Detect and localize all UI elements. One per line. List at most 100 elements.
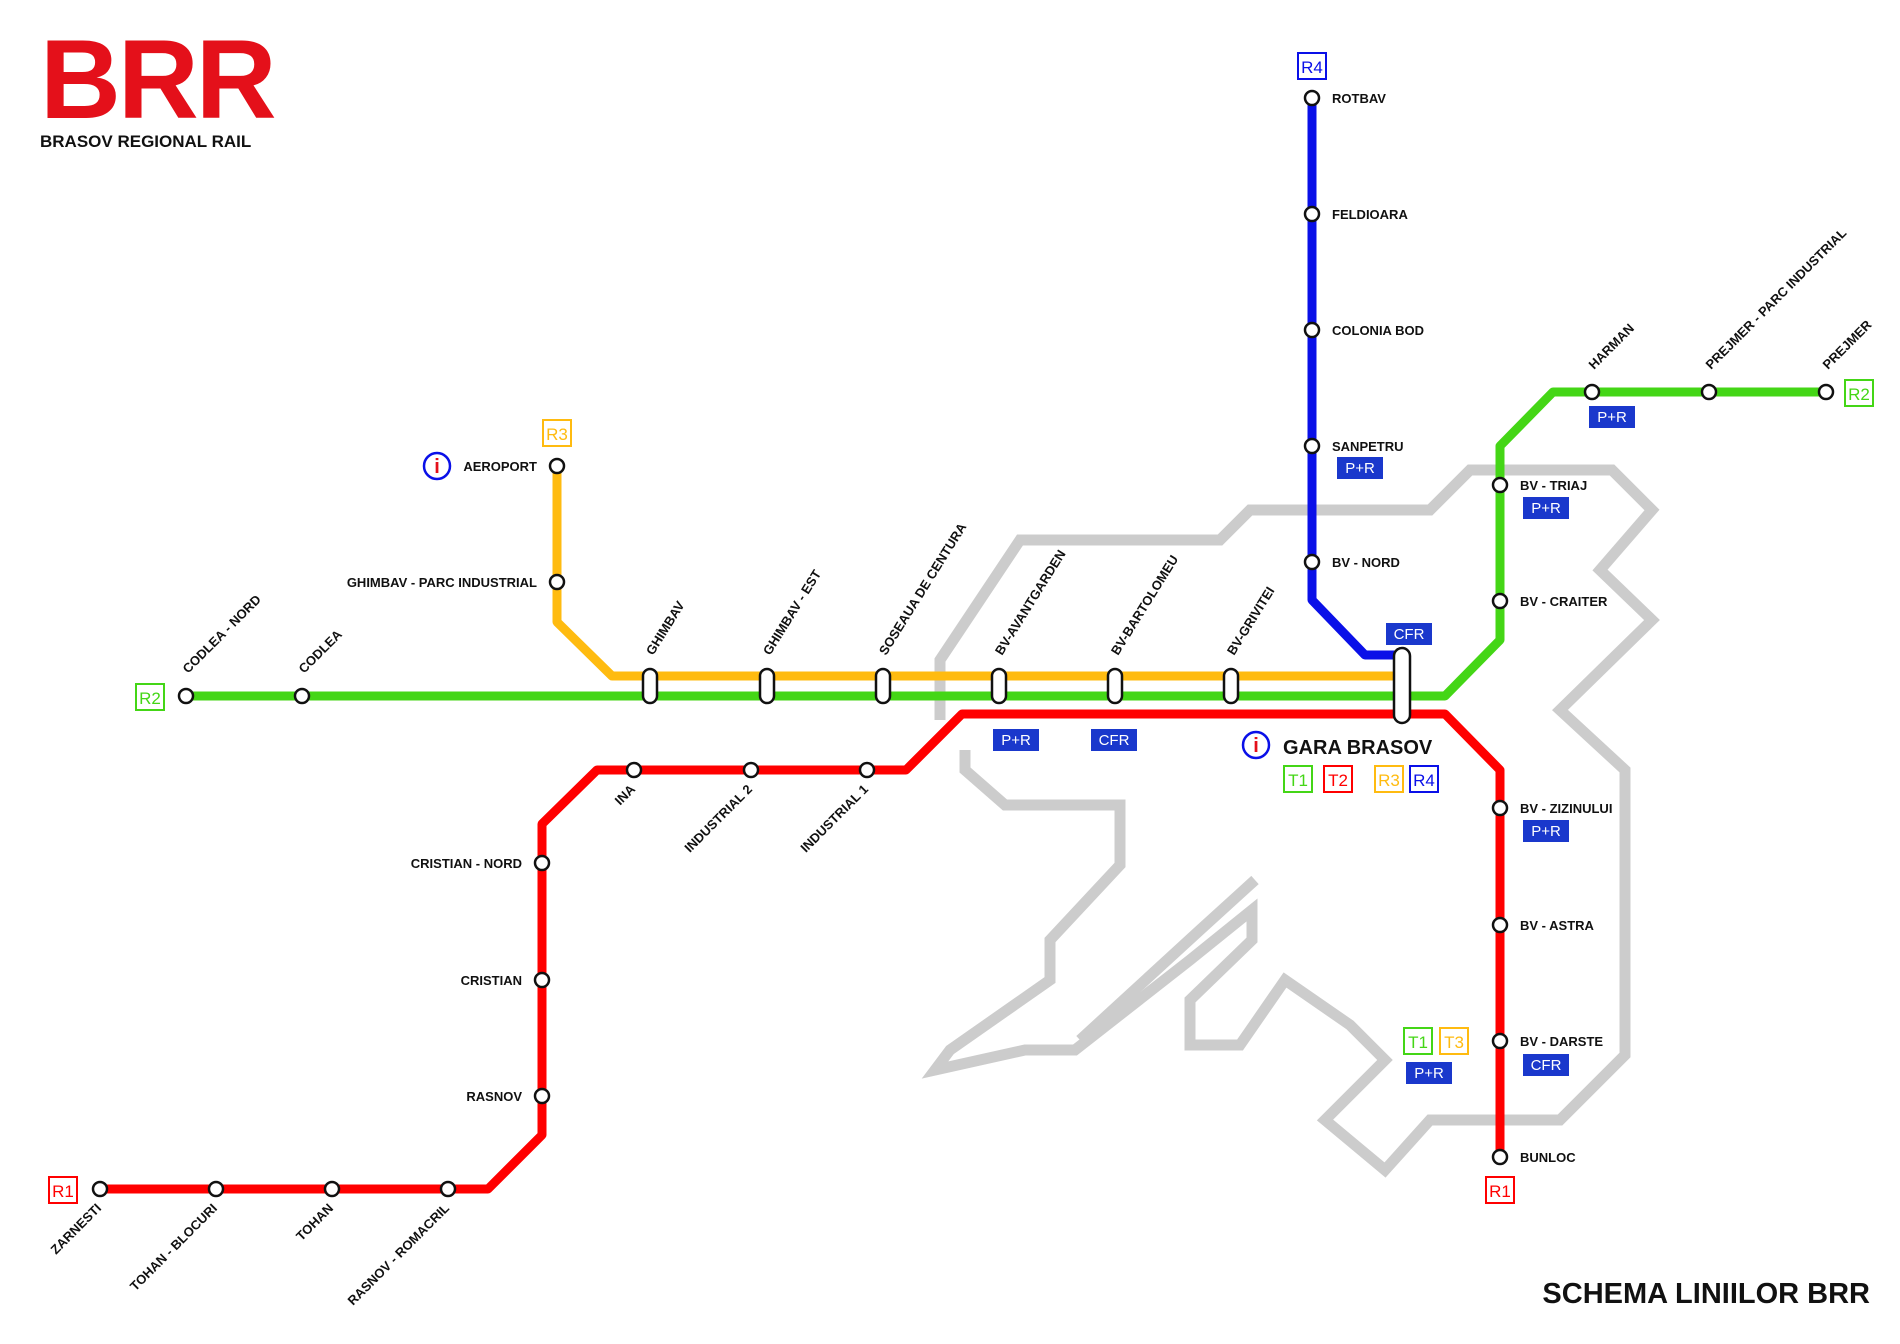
- line-r4: [1307, 98, 1402, 660]
- transfer-label-t3: T3: [1444, 1033, 1464, 1052]
- station-colonia-bod: [1303, 321, 1321, 339]
- station-label-codlea: CODLEA: [296, 626, 346, 676]
- badge-p-r: [1523, 820, 1569, 842]
- badge-cfr: [1523, 1054, 1569, 1076]
- line-marker-r2: [135, 683, 165, 711]
- badge-p-r: [1589, 406, 1635, 428]
- badge-label-p-r: P+R: [1001, 732, 1031, 749]
- info-icon: [1241, 730, 1271, 760]
- station-harman: [1583, 383, 1601, 401]
- badge-p-r: [1406, 1062, 1452, 1084]
- station-codlea: [293, 687, 311, 705]
- line-marker-r4: [1297, 52, 1327, 80]
- station-label-bv-astra: BV - ASTRA: [1520, 918, 1595, 933]
- station-label-cristian: CRISTIAN: [461, 973, 522, 988]
- station-bv-zizinului: [1491, 799, 1509, 817]
- station-label-ghimbav: GHIMBAV: [643, 598, 688, 657]
- station-bv-nord: [1303, 553, 1321, 571]
- info-icon-glyph: i: [434, 456, 440, 478]
- station-tohan-blocuri: [207, 1180, 225, 1198]
- station-label-bv-craiter: BV - CRAITER: [1520, 594, 1608, 609]
- transfer-t2: [1323, 765, 1353, 793]
- station-label-prejmer-parc-industrial: PREJMER - PARC INDUSTRIAL: [1703, 225, 1850, 372]
- badge-p-r: [993, 729, 1039, 751]
- station-label-ghimbav-est: GHIMBAV - EST: [760, 567, 824, 657]
- station-label-tohan-blocuri: TOHAN - BLOCURI: [127, 1201, 220, 1294]
- station-label-gara-brasov: GARA BRASOV: [1283, 737, 1433, 759]
- station-label-aeroport: AEROPORT: [463, 459, 537, 474]
- station-label-bv-darste: BV - DARSTE: [1520, 1034, 1603, 1049]
- station-aeroport: [548, 457, 566, 475]
- transfer-label-r3: R3: [1378, 771, 1400, 790]
- station-feldioara: [1303, 205, 1321, 223]
- badge-label-p-r: P+R: [1597, 409, 1627, 426]
- line-marker-label-r4: R4: [1301, 58, 1323, 77]
- station-label-bv-nord: BV - NORD: [1332, 555, 1400, 570]
- transfer-t1: [1403, 1027, 1433, 1055]
- station-cristian-nord: [533, 854, 551, 872]
- transfer-r4: [1409, 765, 1439, 793]
- station-prejmer-parc-industrial: [1700, 383, 1718, 401]
- station-zarnesti: [91, 1180, 109, 1198]
- station-codlea-nord: [177, 687, 195, 705]
- badge-p-r: [1337, 457, 1383, 479]
- station-label-industrial-1: INDUSTRIAL 1: [797, 782, 871, 856]
- line-marker-label-r1: R1: [1489, 1182, 1511, 1201]
- badge-label-cfr: CFR: [1531, 1057, 1562, 1074]
- badge-cfr: [1386, 623, 1432, 645]
- transfer-label-t1: T1: [1408, 1033, 1428, 1052]
- station-label-sanpetru: SANPETRU: [1332, 439, 1404, 454]
- interchange-soseaua-de-centura: [874, 667, 892, 705]
- station-prejmer: [1817, 383, 1835, 401]
- interchange-ghimbav-est: [758, 667, 776, 705]
- badge-label-p-r: P+R: [1531, 500, 1561, 517]
- transfer-r3: [1374, 765, 1404, 793]
- station-ina: [625, 761, 643, 779]
- line-marker-r1: [1485, 1176, 1515, 1204]
- station-label-tohan: TOHAN: [293, 1201, 336, 1244]
- badge-label-cfr: CFR: [1394, 626, 1425, 643]
- badge-cfr: [1091, 729, 1137, 751]
- brand-subtitle: BRASOV REGIONAL RAIL: [40, 132, 252, 151]
- station-tohan: [323, 1180, 341, 1198]
- interchange-ghimbav: [641, 667, 659, 705]
- badge-label-p-r: P+R: [1414, 1065, 1444, 1082]
- station-label-rasnov-romacril: RASNOV - ROMACRIL: [344, 1200, 452, 1308]
- station-label-bv-triaj: BV - TRIAJ: [1520, 478, 1587, 493]
- map-title: SCHEMA LINIILOR BRR: [1542, 1278, 1870, 1310]
- station-label-ina: INA: [612, 781, 639, 808]
- interchange-gara-brasov: [1392, 646, 1412, 725]
- transfer-label-t1: T1: [1288, 771, 1308, 790]
- badge-label-cfr: CFR: [1099, 732, 1130, 749]
- station-label-bv-bartolomeu: BV-BARTOLOMEU: [1108, 552, 1181, 657]
- station-ghimbav-parc-industrial: [548, 573, 566, 591]
- station-label-bv-zizinului: BV - ZIZINULUI: [1520, 801, 1612, 816]
- line-marker-r3: [542, 419, 572, 447]
- line-marker-label-r3: R3: [546, 425, 568, 444]
- city-outline: [921, 464, 1660, 1178]
- line-marker-r1: [48, 1176, 78, 1204]
- interchange-bv-avantgarden: [990, 667, 1008, 705]
- line-marker-label-r1: R1: [52, 1182, 74, 1201]
- line-marker-label-r2: R2: [139, 689, 161, 708]
- station-label-bv-grivitei: BV-GRIVITEI: [1224, 584, 1278, 658]
- badge-p-r: [1523, 497, 1569, 519]
- transfer-t3: [1439, 1027, 1469, 1055]
- city-outline-arm: [1076, 875, 1259, 1045]
- station-label-bunloc: BUNLOC: [1520, 1150, 1576, 1165]
- transfer-label-t2: T2: [1328, 771, 1348, 790]
- station-label-codlea-nord: CODLEA - NORD: [180, 592, 264, 676]
- station-industrial-1: [858, 761, 876, 779]
- station-rasnov: [533, 1087, 551, 1105]
- brr-logo: BRR: [40, 17, 277, 142]
- badge-label-p-r: P+R: [1531, 823, 1561, 840]
- station-bv-triaj: [1491, 476, 1509, 494]
- station-sanpetru: [1303, 437, 1321, 455]
- station-bv-craiter: [1491, 592, 1509, 610]
- station-label-harman: HARMAN: [1586, 321, 1637, 372]
- station-bunloc: [1491, 1148, 1509, 1166]
- station-label-zarnesti: ZARNESTI: [48, 1201, 105, 1258]
- line-marker-r2: [1844, 379, 1874, 407]
